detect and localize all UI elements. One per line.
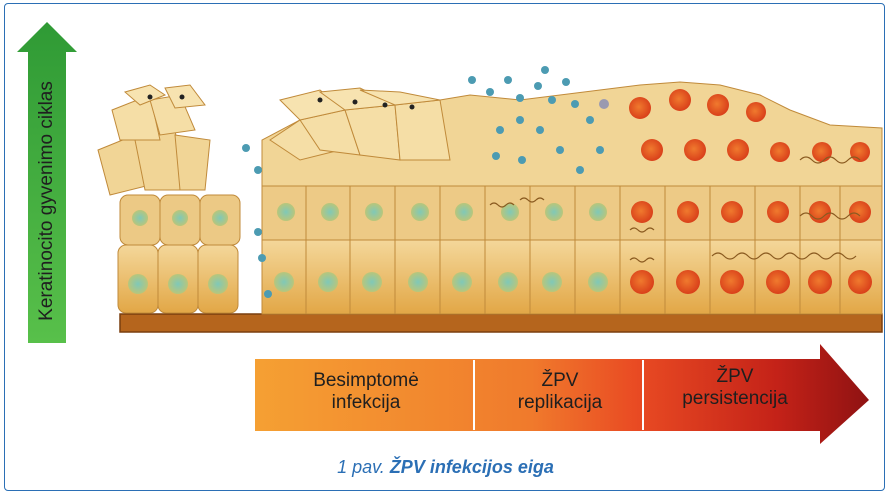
stage-label-line2: persistencija	[650, 388, 820, 410]
stage-label-line2: infekcija	[262, 392, 470, 414]
stage-label-asymptomatic: Besimptomė infekcija	[262, 370, 470, 414]
caption-title: ŽPV infekcijos eiga	[390, 457, 554, 477]
stage-label-line2: replikacija	[480, 392, 640, 414]
caption-prefix: 1 pav.	[337, 457, 390, 477]
figure-caption: 1 pav. ŽPV infekcijos eiga	[0, 457, 891, 478]
stage-label-replication: ŽPV replikacija	[480, 370, 640, 414]
stage-label-line1: ŽPV	[480, 370, 640, 392]
stage-label-persistence: ŽPV persistencija	[650, 366, 820, 410]
stage-label-line1: Besimptomė	[262, 370, 470, 392]
stage-label-line1: ŽPV	[650, 366, 820, 388]
